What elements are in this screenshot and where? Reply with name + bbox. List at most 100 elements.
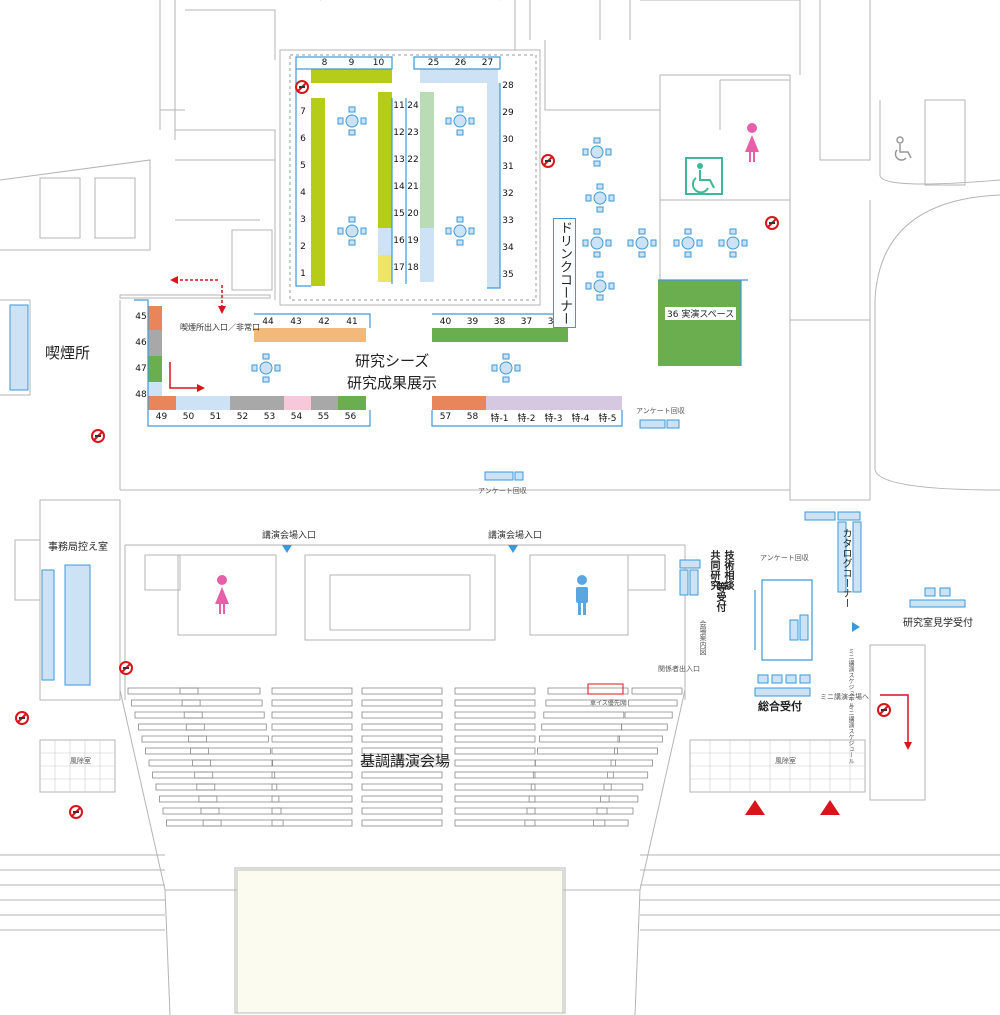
booth-44: 44	[262, 317, 274, 327]
round-table-icon	[337, 216, 367, 246]
booth-35: 35	[502, 269, 514, 280]
booth-39: 39	[466, 317, 479, 327]
no-smoking-icon	[91, 429, 105, 443]
round-table-icon	[337, 106, 367, 136]
booth-14: 14	[393, 181, 405, 192]
booth-9: 9	[348, 58, 355, 68]
round-table-icon	[582, 137, 612, 167]
round-table-icon	[445, 216, 475, 246]
women-restroom-icon	[215, 123, 759, 614]
booth-48: 48	[135, 390, 147, 400]
booth-25: 25	[427, 58, 440, 68]
booth-41: 41	[346, 317, 358, 327]
booth-26: 26	[454, 58, 467, 68]
arrow-heads	[170, 276, 912, 815]
catalog-corner-label: カタログコーナー	[840, 528, 851, 608]
booth-13: 13	[393, 154, 405, 165]
windbreak-right-label: 風除室	[775, 757, 796, 765]
windbreak-grid	[40, 740, 865, 792]
booth-47: 47	[135, 364, 147, 374]
booth-特-4: 特-4	[571, 413, 590, 424]
no-smoking-icon	[15, 711, 29, 725]
booth-29: 29	[502, 107, 514, 118]
booth-5: 5	[300, 160, 306, 171]
survey-2-label: アンケート回収	[478, 487, 527, 495]
round-table-icon	[491, 353, 521, 383]
wheelchair-seats-label: 車イス優先席	[590, 700, 626, 707]
smoking-area-block	[9, 304, 29, 391]
booth-23: 23	[407, 127, 419, 138]
booth-45: 45	[135, 312, 147, 322]
reception-tables	[41, 419, 966, 697]
no-smoking-icon	[119, 661, 133, 675]
windbreak-left-label: 風除室	[70, 757, 91, 765]
booth-51: 51	[209, 412, 222, 422]
keynote-hall-label: 基調講演会場	[360, 752, 451, 770]
booth-12: 12	[393, 127, 405, 138]
booth-特-2: 特-2	[517, 413, 536, 424]
hall-stage	[236, 869, 564, 1014]
booth-3: 3	[300, 214, 306, 225]
booth-27: 27	[481, 58, 494, 68]
booth-56: 56	[344, 412, 357, 422]
booth-49: 49	[155, 412, 168, 422]
booth-53: 53	[263, 412, 276, 422]
demo-space-label: 36 実演スペース	[665, 307, 737, 320]
research-results-title: 研究成果展示	[347, 374, 438, 392]
no-smoking-icon	[541, 154, 555, 168]
booth-6: 6	[300, 133, 306, 144]
booth-2: 2	[300, 241, 306, 252]
booth-28: 28	[502, 80, 514, 91]
booth-19: 19	[407, 235, 419, 246]
no-smoking-icon	[765, 216, 779, 230]
booth-特-3: 特-3	[544, 413, 563, 424]
booth-38: 38	[493, 317, 506, 327]
accessible-restroom-icon	[685, 157, 723, 195]
booth-32: 32	[502, 188, 514, 199]
round-table-icon	[627, 228, 657, 258]
booth-46: 46	[135, 338, 147, 348]
booth-31: 31	[502, 161, 514, 172]
mini-schedule-2-label: ミニ講演スケジュール	[847, 704, 854, 764]
round-table-icon	[582, 228, 612, 258]
booth-20: 20	[407, 208, 419, 219]
round-table-icon	[585, 271, 615, 301]
booth-18: 18	[407, 262, 419, 273]
booth-43: 43	[290, 317, 302, 327]
smoking-exit-label: 喫煙所出入口／非常口	[180, 323, 260, 332]
booth-frames	[134, 56, 813, 661]
booth-blocks	[148, 69, 741, 410]
venue-guide-label: 会場案内図	[699, 620, 707, 655]
no-smoking-icon	[877, 703, 891, 717]
no-smoking-icon	[295, 80, 309, 94]
reception-tag-label: 等受付	[714, 582, 725, 612]
entrance-markers	[282, 545, 860, 632]
round-table-icon	[673, 228, 703, 258]
round-table-icon	[251, 353, 281, 383]
men-restroom-icon	[576, 575, 588, 615]
hall-entrance-2-label: 講演会場入口	[488, 531, 543, 541]
booth-57: 57	[439, 412, 452, 422]
booth-16: 16	[393, 235, 405, 246]
no-smoking-icon	[69, 805, 83, 819]
research-seeds-title: 研究シーズ	[355, 352, 430, 370]
booth-33: 33	[502, 215, 514, 226]
booth-24: 24	[407, 100, 419, 111]
booth-52: 52	[236, 412, 249, 422]
booth-54: 54	[290, 412, 303, 422]
general-reception-label: 総合受付	[758, 700, 802, 713]
booth-1: 1	[300, 268, 306, 279]
smoking-area-label: 喫煙所	[45, 344, 91, 362]
booth-42: 42	[318, 317, 330, 327]
booth-8: 8	[321, 58, 328, 68]
drink-corner-label: ドリンクコーナー	[553, 218, 576, 328]
booth-40: 40	[439, 317, 452, 327]
wheelchair-seats-block	[587, 683, 624, 695]
office-room-label: 事務局控え室	[48, 542, 108, 553]
parking-accessible-icon	[894, 136, 912, 161]
booth-4: 4	[300, 187, 306, 198]
booth-17: 17	[393, 262, 405, 273]
booth-22: 22	[407, 154, 419, 165]
